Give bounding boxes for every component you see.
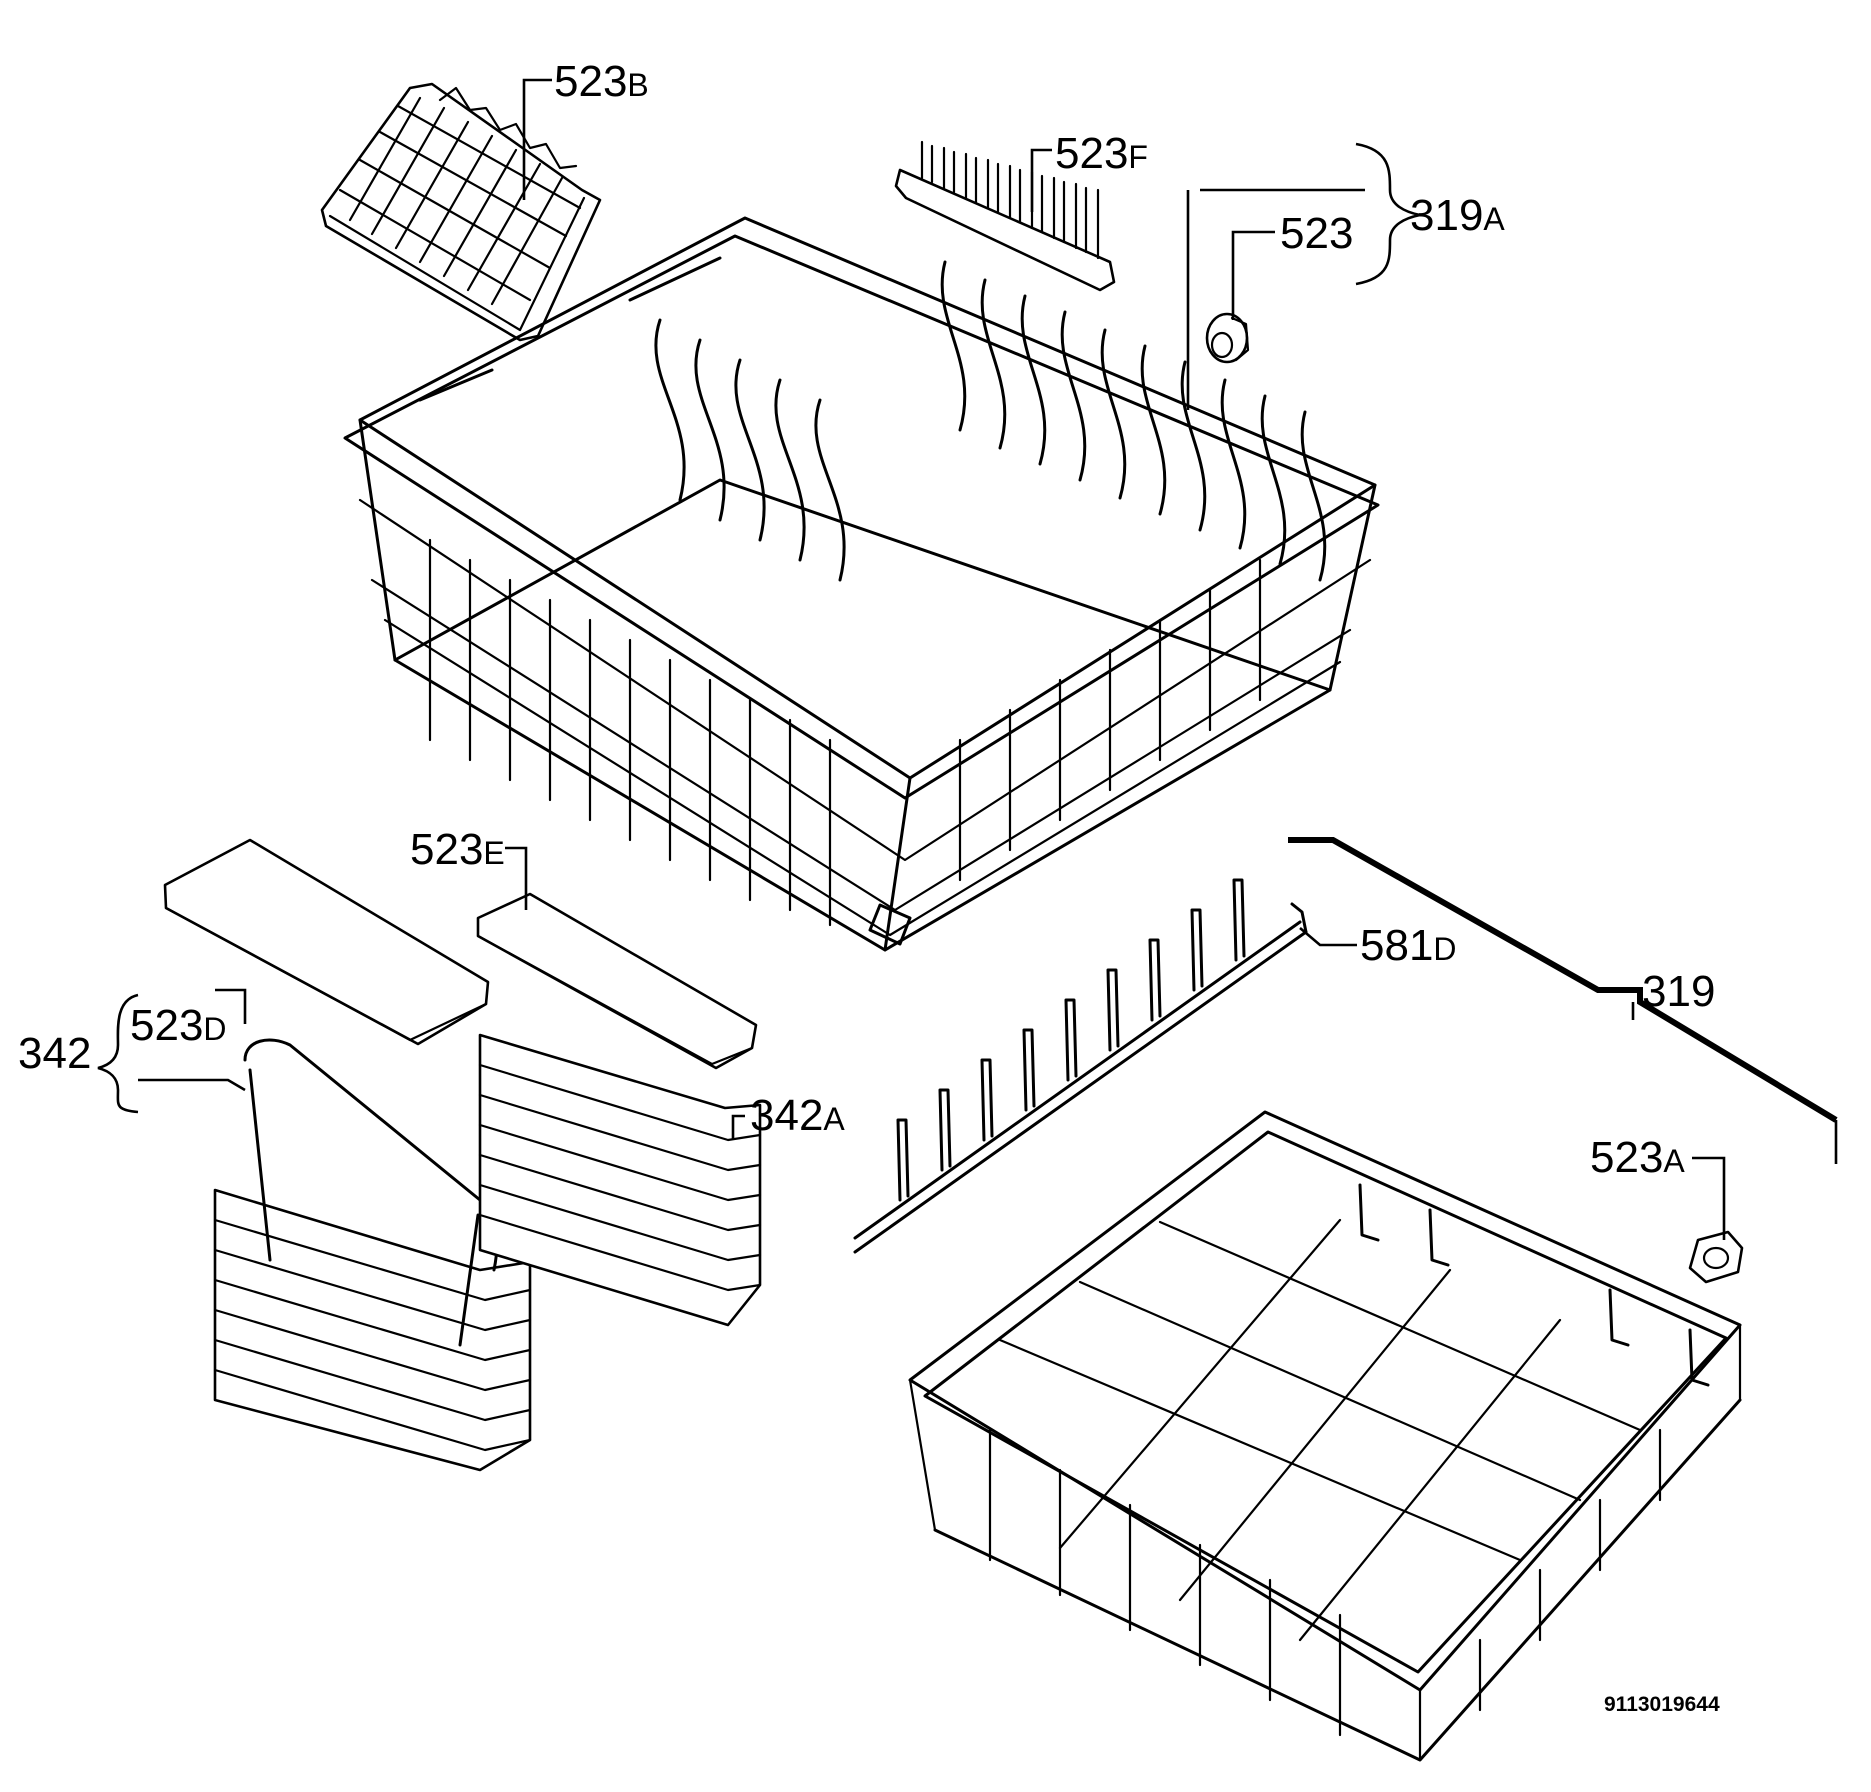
label-319: 319 (1642, 967, 1715, 1016)
brace-319a (1355, 142, 1421, 286)
upper-basket (343, 216, 1380, 952)
cutlery-basket-342a (478, 1033, 762, 1327)
label-523d: 523D (130, 1001, 227, 1050)
cutlery-rack-523d (163, 838, 490, 1046)
label-523f: 523F (1055, 129, 1148, 178)
drawing-code: 9113019644 (1604, 1693, 1720, 1716)
cutlery-basket-342 (213, 1038, 532, 1472)
leader-lines (138, 78, 1838, 1240)
label-523a: 523A (1590, 1133, 1685, 1182)
label-581d: 581D (1360, 921, 1457, 970)
label-523b: 523B (554, 57, 649, 106)
cutlery-rack-523e (476, 892, 758, 1070)
cup-rack-523f (894, 140, 1116, 292)
wheel-523 (1205, 312, 1250, 364)
label-342: 342 (18, 1029, 91, 1078)
wheel-523a (1688, 1230, 1744, 1284)
brace-342 (97, 993, 139, 1114)
lower-basket (908, 1110, 1742, 1762)
cutlery-grid-523b (320, 82, 602, 342)
label-523e: 523E (410, 825, 505, 874)
label-342a: 342A (750, 1091, 845, 1140)
label-319a: 319A (1410, 191, 1505, 240)
plate-rack-581d (853, 878, 1308, 1254)
label-523: 523 (1280, 209, 1353, 258)
